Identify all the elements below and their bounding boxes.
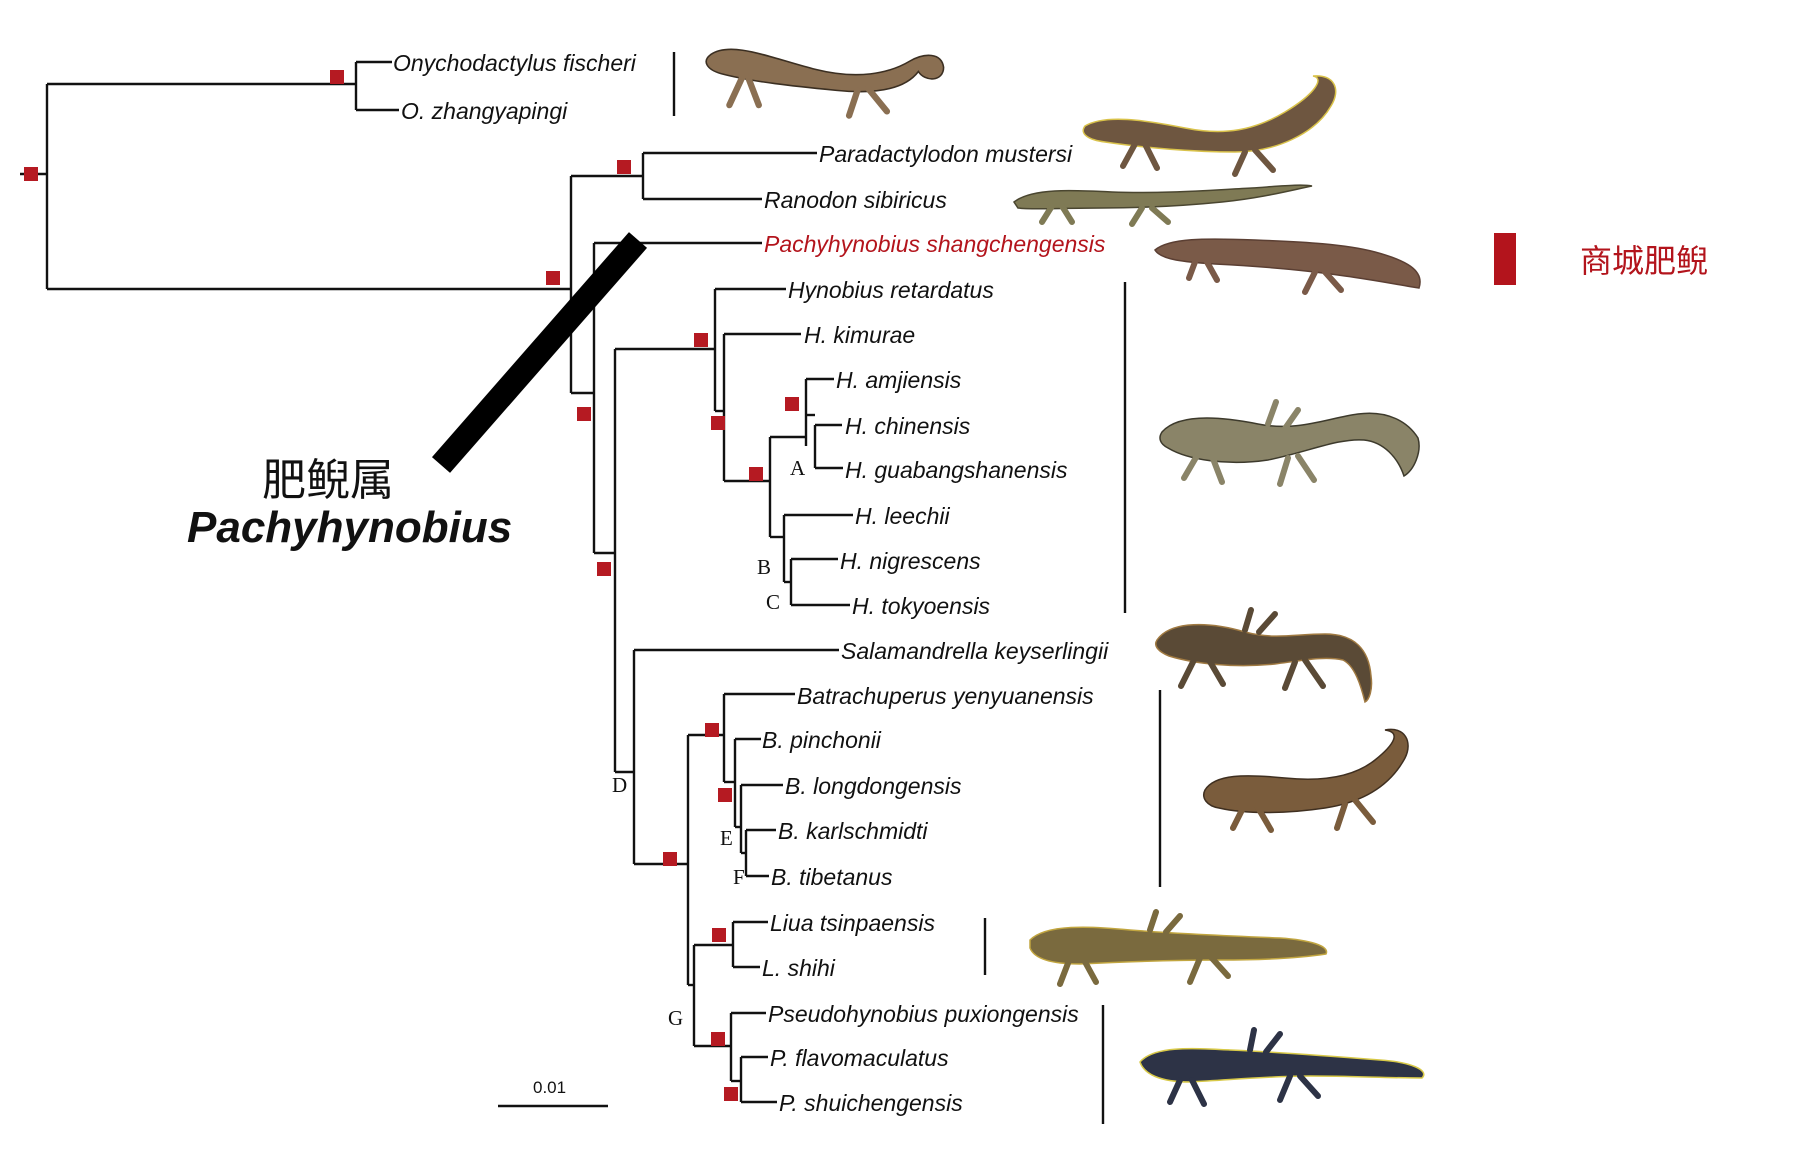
scale-bar: 0.01 xyxy=(498,1078,608,1108)
taxon-label: Pseudohynobius puxiongensis xyxy=(768,1001,1079,1027)
support-marker xyxy=(749,467,763,481)
support-marker xyxy=(711,416,725,430)
pachyhynobius-photo xyxy=(1154,238,1421,295)
clade-brackets xyxy=(672,52,1516,1124)
scale-bar-label: 0.01 xyxy=(533,1078,566,1097)
genus-label-cn: 肥鲵属 xyxy=(262,456,394,505)
genus-annotation: 肥鲵属 Pachyhynobius 商城肥鲵 xyxy=(187,232,1708,552)
taxon-label: H. guabangshanensis xyxy=(845,457,1068,483)
taxon-label: Ranodon sibiricus xyxy=(764,187,947,213)
support-marker xyxy=(577,407,591,421)
support-marker xyxy=(694,333,708,347)
highlight-marker xyxy=(1494,233,1516,285)
support-marker xyxy=(705,723,719,737)
taxon-label: L. shihi xyxy=(762,955,836,981)
pseudohynobius-photo xyxy=(1139,1027,1425,1107)
tree-branches xyxy=(20,60,853,1104)
paradactylodon-photo xyxy=(1082,75,1337,177)
taxon-label: B. karlschmidti xyxy=(778,818,928,844)
support-markers xyxy=(24,70,799,1101)
taxon-label: Liua tsinpaensis xyxy=(770,910,935,936)
support-marker xyxy=(724,1087,738,1101)
node-letter-a: A xyxy=(790,456,806,480)
taxon-label: Salamandrella keyserlingii xyxy=(841,638,1109,664)
taxon-label-highlight: Pachyhynobius shangchengensis xyxy=(764,231,1106,257)
support-marker xyxy=(617,160,631,174)
highlight-label-cn: 商城肥鲵 xyxy=(1580,243,1708,279)
support-marker xyxy=(663,852,677,866)
taxon-label: B. pinchonii xyxy=(762,727,882,753)
salamandrella-photo xyxy=(1155,607,1373,704)
taxon-labels: Onychodactylus fischeri O. zhangyapingi … xyxy=(393,50,1109,1116)
onychodactylus-photo xyxy=(705,48,945,119)
support-marker xyxy=(718,788,732,802)
liua-photo xyxy=(1029,909,1328,987)
node-letter-e: E xyxy=(720,826,733,850)
node-letter-b: B xyxy=(757,555,771,579)
node-letters: A B C D E F G xyxy=(612,456,806,1030)
taxon-label: H. leechii xyxy=(855,503,950,529)
taxon-label: Onychodactylus fischeri xyxy=(393,50,637,76)
support-marker xyxy=(712,928,726,942)
taxon-label: H. chinensis xyxy=(845,413,971,439)
taxon-label: P. flavomaculatus xyxy=(770,1045,949,1071)
node-letter-c: C xyxy=(766,590,780,614)
ranodon-photo xyxy=(1012,184,1313,227)
taxon-label: Hynobius retardatus xyxy=(788,277,994,303)
taxon-label: O. zhangyapingi xyxy=(401,98,568,124)
node-letter-f: F xyxy=(733,865,745,889)
hynobius-photo xyxy=(1159,399,1420,487)
support-marker xyxy=(330,70,344,84)
node-letter-g: G xyxy=(668,1006,683,1030)
support-marker xyxy=(785,397,799,411)
taxon-label: H. kimurae xyxy=(804,322,915,348)
taxon-label: Paradactylodon mustersi xyxy=(819,141,1073,167)
taxon-label: H. tokyoensis xyxy=(852,593,991,619)
support-marker xyxy=(711,1032,725,1046)
genus-bar xyxy=(431,232,648,473)
taxon-label: Batrachuperus yenyuanensis xyxy=(797,683,1094,709)
taxon-label: H. amjiensis xyxy=(836,367,962,393)
salamander-photos xyxy=(705,48,1425,1107)
support-marker xyxy=(24,167,38,181)
taxon-label: H. nigrescens xyxy=(840,548,981,574)
support-marker xyxy=(546,271,560,285)
batrachuperus-photo xyxy=(1203,728,1409,833)
taxon-label: B. tibetanus xyxy=(771,864,893,890)
taxon-label: P. shuichengensis xyxy=(779,1090,963,1116)
node-letter-d: D xyxy=(612,773,627,797)
genus-label-latin: Pachyhynobius xyxy=(187,503,512,552)
taxon-label: B. longdongensis xyxy=(785,773,962,799)
support-marker xyxy=(597,562,611,576)
